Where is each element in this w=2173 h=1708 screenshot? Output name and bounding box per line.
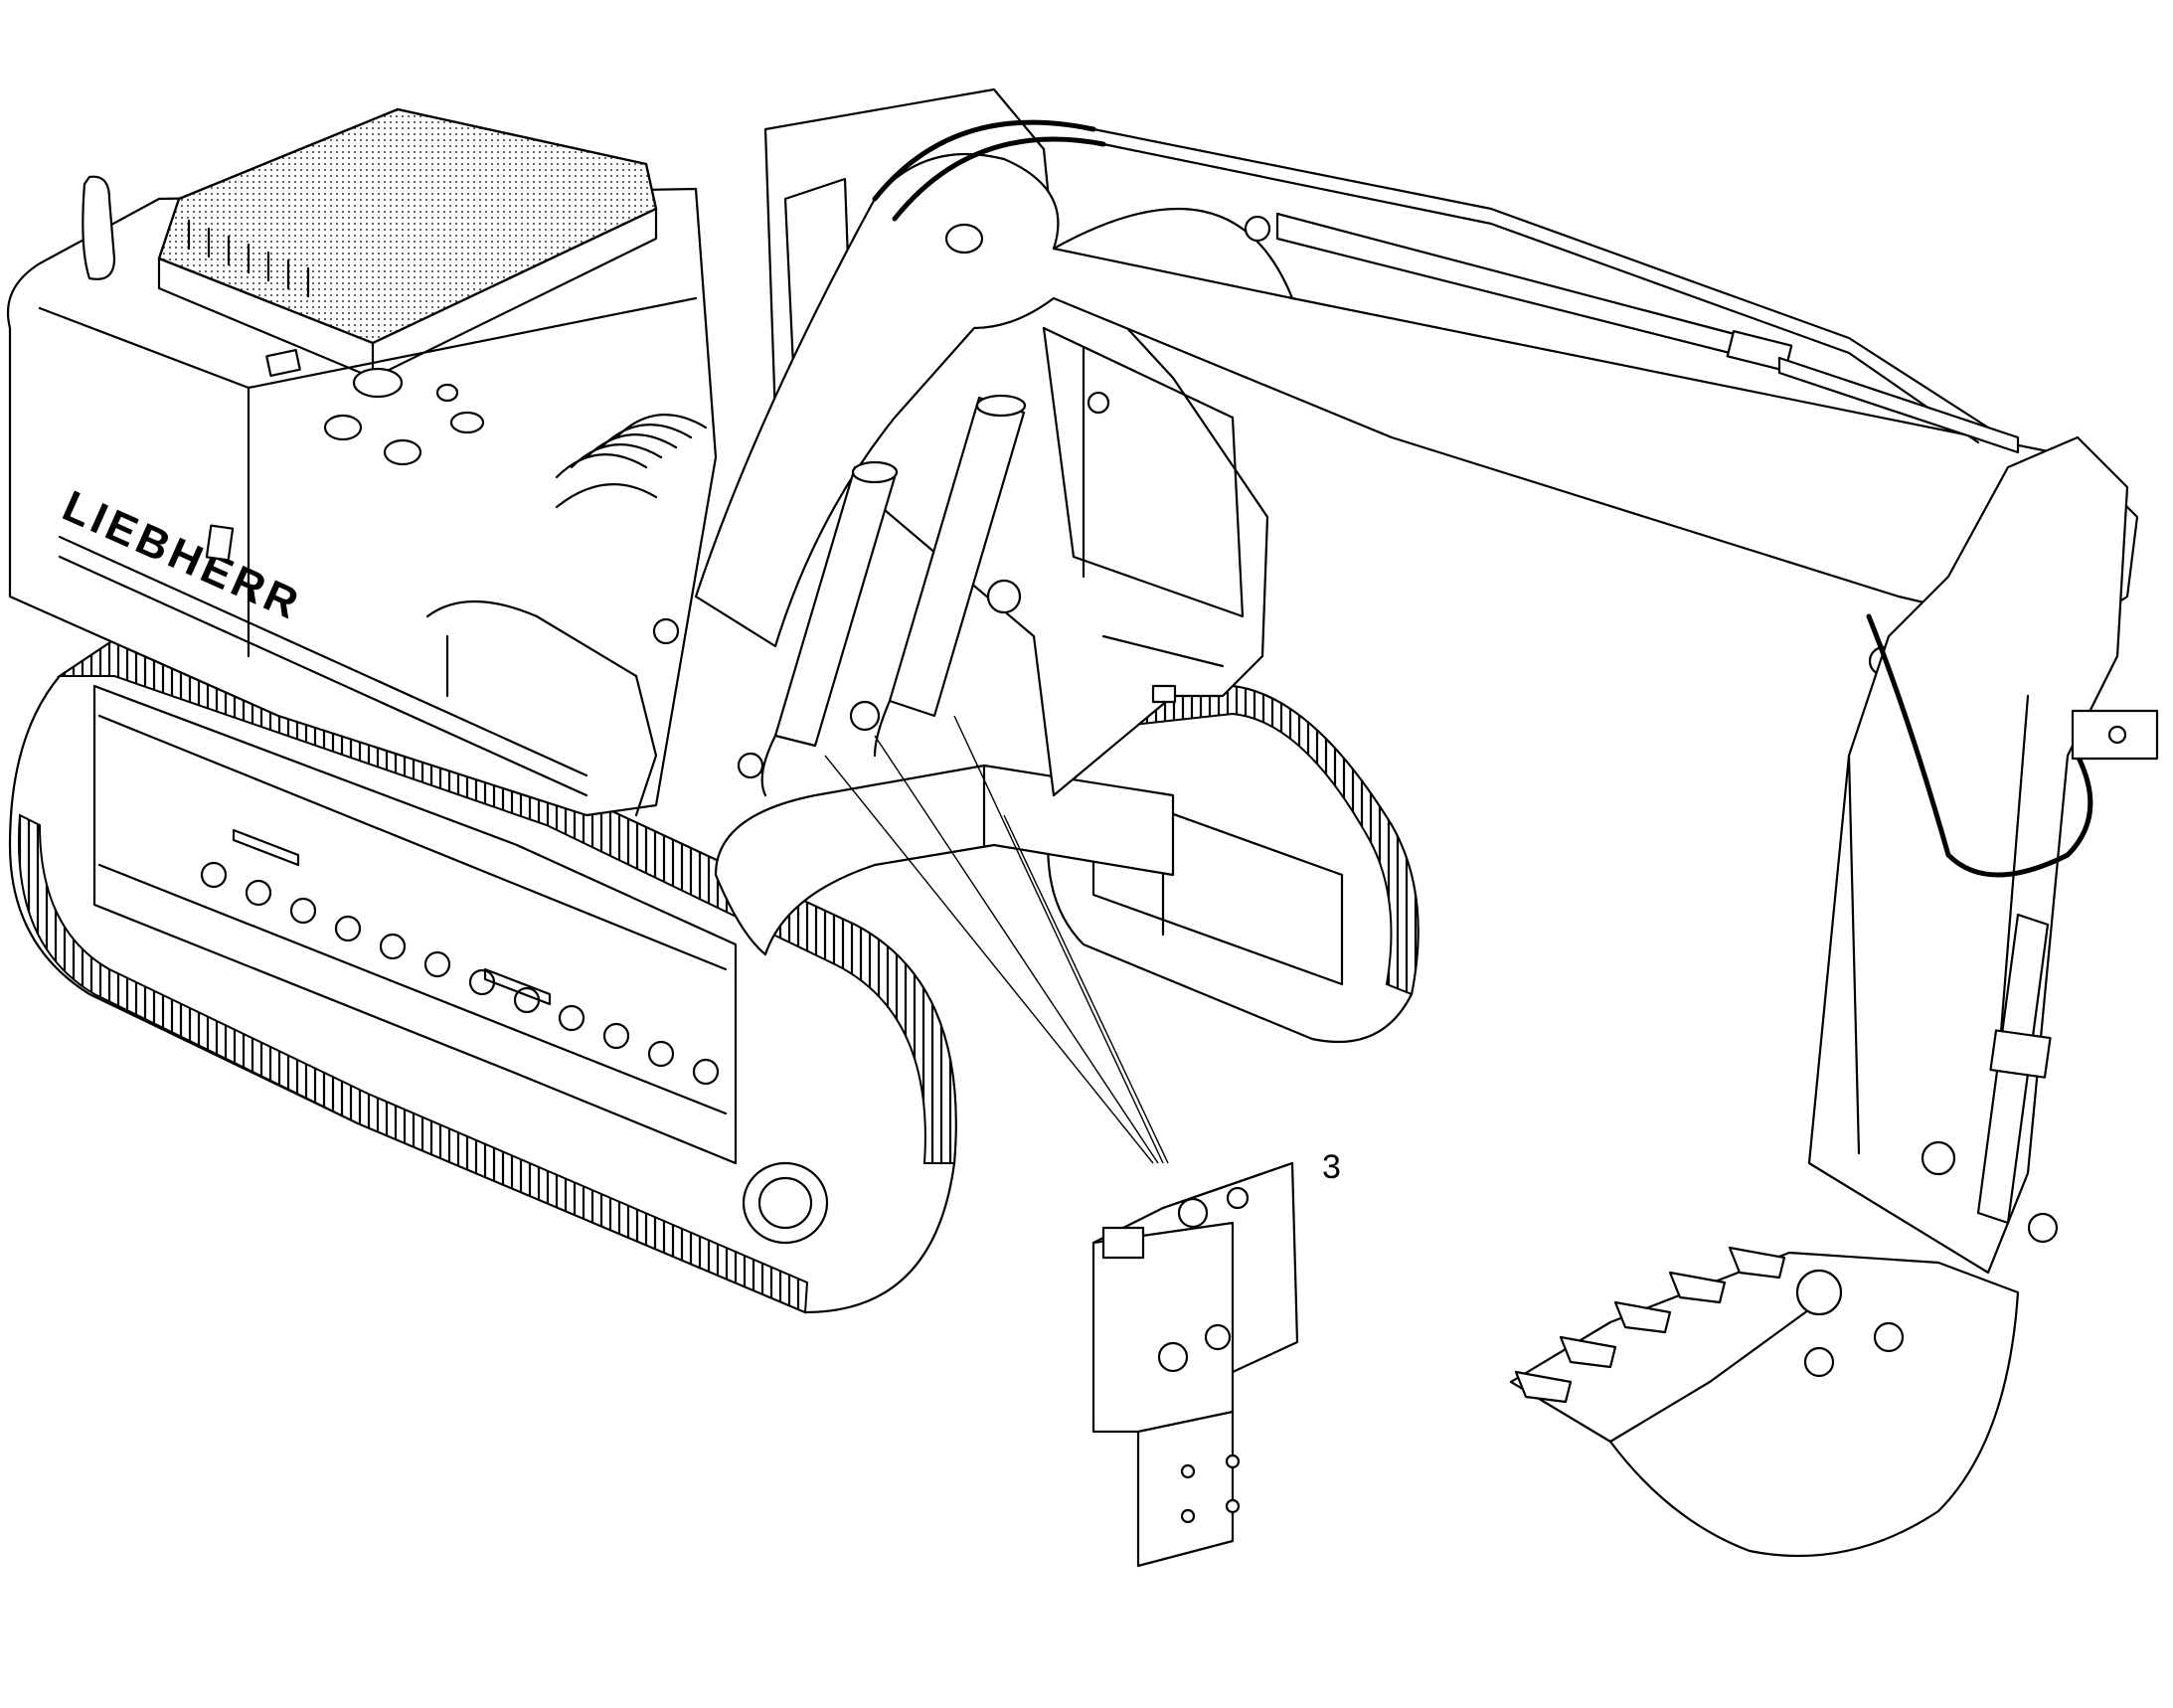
boom-cylinders	[737, 394, 1027, 797]
callout-part-valve-block	[1091, 1161, 1299, 1568]
boom	[652, 119, 2139, 677]
leader-lines	[824, 715, 1169, 1164]
coiled-hoses	[555, 414, 708, 509]
bucket	[1509, 1246, 2020, 1558]
engine-housing: LIEBHERR	[6, 107, 718, 817]
bucket-cylinder	[1976, 913, 2052, 1225]
boom-foot-base	[714, 764, 1175, 956]
exhaust-pipe	[82, 175, 116, 280]
handrail	[425, 600, 658, 817]
stick-cylinder	[1275, 212, 2020, 454]
callout-number: 3	[1322, 1148, 1341, 1186]
fuel-cap	[352, 367, 404, 399]
louvre-slots	[187, 219, 310, 298]
bucket-teeth	[1514, 1246, 1786, 1404]
track-rollers	[200, 861, 720, 1086]
